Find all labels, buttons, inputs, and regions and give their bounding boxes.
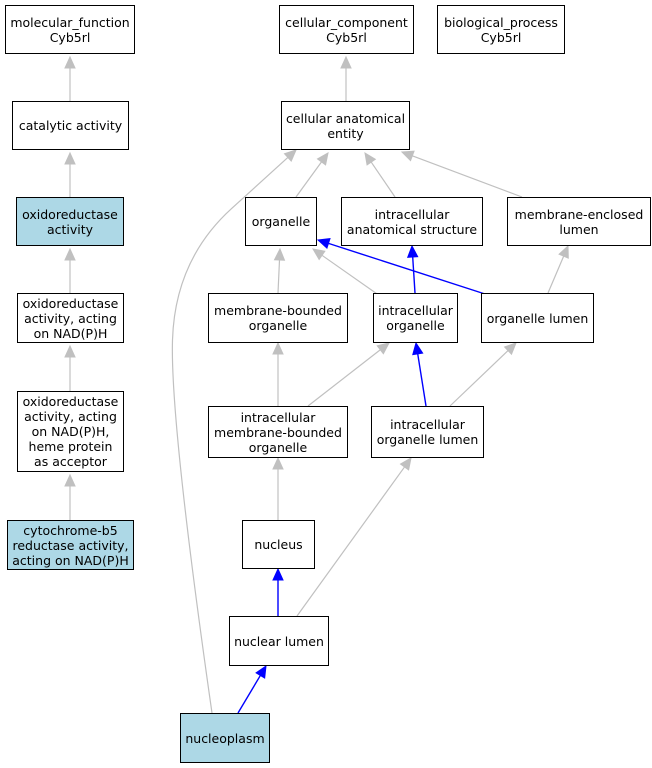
edge-arrowhead-iol-to-io	[412, 341, 424, 356]
term-label: biological_process Cyb5rl	[444, 14, 558, 45]
edge-arrowhead-cb5-to-oxh	[64, 473, 76, 487]
term-label: oxidoreductase activity, acting on NAD(P…	[22, 295, 119, 341]
term-label: cytochrome-b5 reductase activity, acting…	[12, 522, 129, 568]
term-node-mbo[interactable]: membrane-bounded organelle	[208, 293, 348, 343]
edge-part-of-io-to-ias	[412, 256, 416, 294]
term-label: membrane-enclosed lumen	[514, 206, 644, 237]
edge-arrowhead-nl-to-iol	[399, 457, 412, 471]
edge-is-a-ias-to-cae	[370, 161, 396, 198]
term-node-ias[interactable]: intracellular anatomical structure	[341, 197, 483, 246]
edge-arrowhead-oxh-to-oxn	[64, 344, 76, 358]
term-label: catalytic activity	[18, 118, 123, 133]
term-node-nl[interactable]: nuclear lumen	[229, 616, 329, 666]
term-label: nuclear lumen	[234, 633, 324, 649]
edge-is-a-org-to-cae	[295, 161, 323, 198]
term-label: intracellular anatomical structure	[346, 206, 478, 237]
edge-arrowhead-nl-to-nuc	[272, 567, 284, 581]
edge-arrowhead-ol-to-org	[316, 238, 331, 250]
term-label: nucleoplasm	[185, 730, 265, 746]
term-label: intracellular organelle lumen	[376, 417, 479, 447]
edge-arrowhead-imbo-to-io	[376, 342, 390, 355]
edge-arrowhead-oxa-to-cat	[64, 151, 76, 165]
term-label: organelle	[251, 214, 311, 229]
term-node-mel[interactable]: membrane-enclosed lumen	[507, 197, 651, 246]
edge-is-a-mbo-to-org	[277, 259, 281, 294]
term-node-iol[interactable]: intracellular organelle lumen	[371, 406, 484, 458]
edge-arrowhead-nuc-to-imbo	[272, 456, 284, 470]
term-label: oxidoreductase activity, acting on NAD(P…	[22, 394, 119, 469]
edge-arrowhead-cat-to-mf	[64, 55, 76, 69]
edge-arrowhead-io-to-org	[312, 248, 326, 261]
term-label: cellular_component Cyb5rl	[285, 14, 408, 45]
edge-is-a-mel-to-cae	[412, 155, 523, 198]
edge-arrowhead-mel-to-cae	[400, 150, 415, 162]
term-node-cb5[interactable]: cytochrome-b5 reductase activity, acting…	[7, 520, 134, 570]
term-node-nuc[interactable]: nucleus	[242, 520, 315, 569]
edge-arrowhead-org-to-cae	[316, 152, 329, 166]
edge-is-a-ol-to-mel	[547, 255, 565, 294]
term-node-io[interactable]: intracellular organelle	[373, 293, 458, 343]
term-node-cat[interactable]: catalytic activity	[12, 101, 129, 150]
term-node-np[interactable]: nucleoplasm	[180, 713, 270, 763]
edge-arrowhead-imbo-to-mbo	[272, 341, 284, 355]
term-node-mf[interactable]: molecular_function Cyb5rl	[5, 5, 135, 54]
edge-part-of-iol-to-io	[417, 353, 427, 407]
edge-is-a-imbo-to-io	[307, 349, 381, 407]
edge-is-a-nl-to-iol	[296, 466, 406, 617]
edge-arrowhead-mbo-to-org	[273, 247, 286, 261]
term-label: nucleus	[254, 537, 303, 552]
term-label: cellular anatomical entity	[285, 110, 406, 141]
term-label: organelle lumen	[486, 310, 589, 326]
edge-arrowhead-np-to-nl	[255, 664, 267, 679]
term-node-cc[interactable]: cellular_component Cyb5rl	[279, 5, 414, 54]
term-node-org[interactable]: organelle	[245, 197, 317, 246]
term-node-oxh[interactable]: oxidoreductase activity, acting on NAD(P…	[17, 391, 124, 472]
edge-is-a-io-to-org	[321, 254, 381, 297]
edge-arrowhead-iol-to-ol	[503, 342, 517, 356]
edge-is-a-iol-to-ol	[449, 350, 509, 407]
edge-arrowhead-ol-to-mel	[558, 244, 569, 259]
edge-arrowhead-ias-to-cae	[364, 152, 377, 166]
term-node-ol[interactable]: organelle lumen	[481, 293, 594, 343]
edge-arrowhead-io-to-ias	[406, 244, 419, 258]
edge-arrowhead-cae-to-cc	[340, 55, 352, 69]
term-label: molecular_function Cyb5rl	[10, 14, 130, 45]
term-node-oxn[interactable]: oxidoreductase activity, acting on NAD(P…	[17, 293, 124, 343]
edge-is-a-np-to-cae	[171, 156, 289, 714]
term-node-bp[interactable]: biological_process Cyb5rl	[437, 5, 565, 54]
term-label: intracellular membrane-bounded organelle	[214, 409, 342, 455]
term-label: oxidoreductase activity	[22, 206, 118, 237]
term-node-cae[interactable]: cellular anatomical entity	[281, 101, 410, 150]
edge-part-of-np-to-nl	[237, 675, 261, 714]
term-node-imbo[interactable]: intracellular membrane-bounded organelle	[208, 406, 348, 458]
edge-part-of-ol-to-org	[328, 242, 486, 295]
edge-arrowhead-oxn-to-oxa	[64, 247, 76, 261]
edge-arrowhead-np-to-cae	[283, 149, 297, 163]
term-label: intracellular organelle	[378, 303, 453, 333]
term-label: membrane-bounded organelle	[214, 303, 342, 333]
term-node-oxa[interactable]: oxidoreductase activity	[16, 197, 124, 246]
